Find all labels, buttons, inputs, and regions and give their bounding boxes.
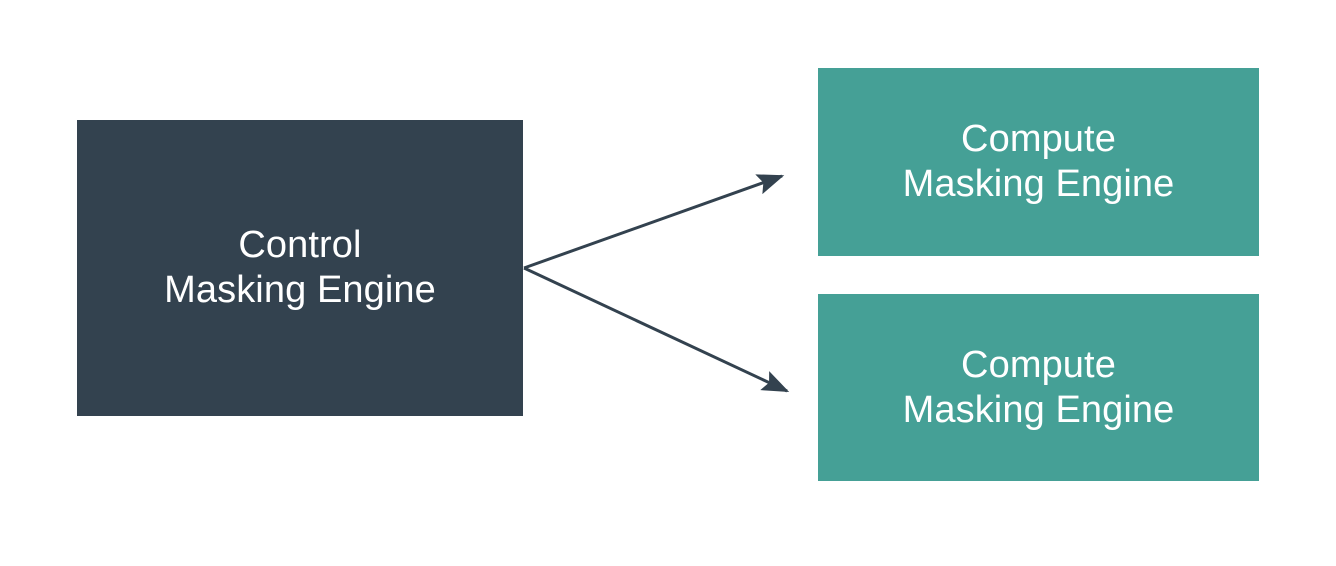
node-compute-masking-engine-1[interactable]: Compute Masking Engine: [818, 68, 1259, 256]
node-compute-masking-engine-1-label: Compute Masking Engine: [902, 118, 1175, 205]
edge-line-lower: [523, 266, 790, 393]
node-compute-masking-engine-2[interactable]: Compute Masking Engine: [818, 294, 1259, 481]
edge-control-to-compute-1: [523, 174, 785, 270]
node-control-masking-engine[interactable]: Control Masking Engine: [77, 120, 523, 416]
edge-control-to-compute-2: [523, 266, 790, 393]
edge-line-upper: [523, 174, 785, 270]
node-control-masking-engine-label: Control Masking Engine: [164, 224, 436, 311]
node-compute-masking-engine-2-label: Compute Masking Engine: [902, 343, 1175, 431]
